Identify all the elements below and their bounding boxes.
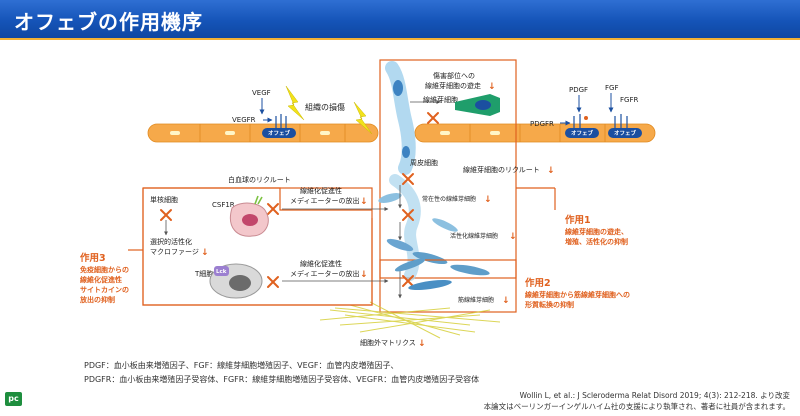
footnote-line-2: PDGFR：血小板由来増殖因子受容体、FGFR：線維芽細胞増殖因子受容体、VEG…	[84, 375, 480, 384]
lightning-icon	[285, 85, 373, 135]
citation-line-2: 本論文はベーリンガーインゲルハイム社の支援により執筆され、著者に社員が含まれます…	[483, 402, 790, 411]
ofev-badge-vegfr	[262, 128, 296, 138]
down-arrow-ecm: ↓	[418, 339, 426, 349]
macrophage-label-1: 選択的活性化	[150, 237, 192, 246]
action2-title: 作用2	[525, 277, 551, 289]
down-arrow-mediator-2: ↓	[360, 270, 368, 280]
citation-line-1: Wollin L, et al.: J Scleroderma Relat Di…	[519, 391, 790, 400]
migration-label-2: 線維芽細胞の遊走	[425, 81, 481, 90]
tissue-injury-label: 組織の損傷	[305, 102, 345, 112]
migration-label-1: 傷害部位への	[433, 71, 475, 80]
csf1r-label: CSF1R	[212, 201, 235, 209]
header-bar: オフェブの作用機序	[0, 0, 800, 38]
action1-line1: 線維芽細胞の遊走、	[565, 227, 628, 236]
ecm-label: 細胞外マトリクス	[360, 338, 416, 347]
mediator-label-2a: メディエーターの放出	[290, 196, 360, 205]
lck-label: Lck	[216, 269, 227, 275]
fibroblast-column	[378, 61, 458, 281]
fibroblast-nucleus	[475, 100, 491, 110]
action2-line2: 形質転換の抑制	[525, 300, 574, 309]
down-arrow-activated: ↓	[509, 232, 517, 242]
action3-line4: 放出の抑制	[79, 295, 115, 304]
leukocyte-recruit-label: 白血球のリクルート	[228, 175, 291, 184]
fgfr-label: FGFR	[620, 96, 638, 104]
down-arrow-migration: ↓	[488, 82, 496, 92]
down-arrow-myofibroblast: ↓	[502, 296, 510, 306]
myofibroblast-cells	[394, 258, 490, 291]
pdgfr-receptor-icon	[573, 114, 588, 128]
ofev-badge-fgfr	[608, 128, 642, 138]
monocyte-label: 単核細胞	[150, 195, 178, 204]
vegf-label: VEGF	[252, 89, 271, 97]
logo: pc	[5, 392, 22, 406]
mechanism-diagram: 組織の損傷 VEGF VEGFR オフェブ PDGF PDGFR オフェブ FG…	[0, 40, 800, 350]
fibroblast-recruit-label: 線維芽細胞のリクルート	[463, 165, 540, 174]
action1-title: 作用1	[565, 214, 591, 226]
action3-line3: サイトカインの	[80, 286, 129, 294]
footnote-line-1: PDGF：血小板由来増殖因子、FGF：線維芽細胞増殖因子、VEGF：血管内皮増殖…	[84, 361, 399, 370]
t-cell-label: T細胞	[194, 269, 213, 278]
fgf-label: FGF	[605, 84, 618, 92]
action3-line1: 免疫細胞からの	[80, 265, 129, 274]
fibroblast-label: 線維芽細胞	[423, 95, 458, 104]
action1-frame	[379, 59, 517, 279]
mediator-label-1a: 線維化促進性	[300, 186, 342, 195]
pericyte-label: 周皮細胞	[410, 158, 438, 167]
pdgfr-label: PDGFR	[530, 120, 554, 128]
inhibition-x-icon	[160, 112, 439, 288]
ofev-label-1: オフェブ	[268, 129, 291, 137]
mediator-label-2b: メディエーターの放出	[290, 269, 360, 278]
t-cell	[209, 263, 263, 299]
action3-line2: 線維化促進性	[80, 275, 122, 284]
myofibroblast-label: 筋線維芽細胞	[458, 296, 494, 304]
fgfr-receptor-icon	[614, 114, 628, 128]
page-title: オフェブの作用機序	[14, 10, 203, 34]
action2-frame	[379, 259, 517, 313]
action2-line1: 線維芽細胞から筋線維芽細胞への	[525, 290, 630, 299]
header-accent-line	[0, 38, 800, 40]
ofev-label-3: オフェブ	[614, 129, 637, 137]
diagram-svg: 組織の損傷 VEGF VEGFR オフェブ PDGF PDGFR オフェブ FG…	[79, 59, 656, 349]
action3-title: 作用3	[80, 252, 106, 264]
vegfr-receptor-icon	[275, 114, 287, 128]
activated-fibroblast-label: 活性化線維芽細胞	[450, 232, 498, 240]
mediator-label-1b: 線維化促進性	[300, 259, 342, 268]
ofev-badge-pdgfr	[565, 128, 599, 138]
macrophage-cell	[230, 195, 269, 237]
macrophage-label-2: マクロファージ	[150, 248, 199, 256]
resident-fibroblast-label: 常在性の線維芽細胞	[422, 195, 476, 203]
vegfr-label: VEGFR	[232, 116, 256, 124]
ofev-label-2: オフェブ	[571, 129, 594, 137]
pdgf-label: PDGF	[569, 86, 588, 94]
down-arrow-mediator-1: ↓	[360, 197, 368, 207]
down-arrow-resident: ↓	[484, 195, 492, 205]
ecm-fibers	[319, 301, 501, 339]
down-arrow-macrophage: ↓	[201, 248, 209, 258]
down-arrow-recruit: ↓	[547, 166, 555, 176]
action1-line2: 増殖、活性化の抑制	[565, 237, 628, 246]
